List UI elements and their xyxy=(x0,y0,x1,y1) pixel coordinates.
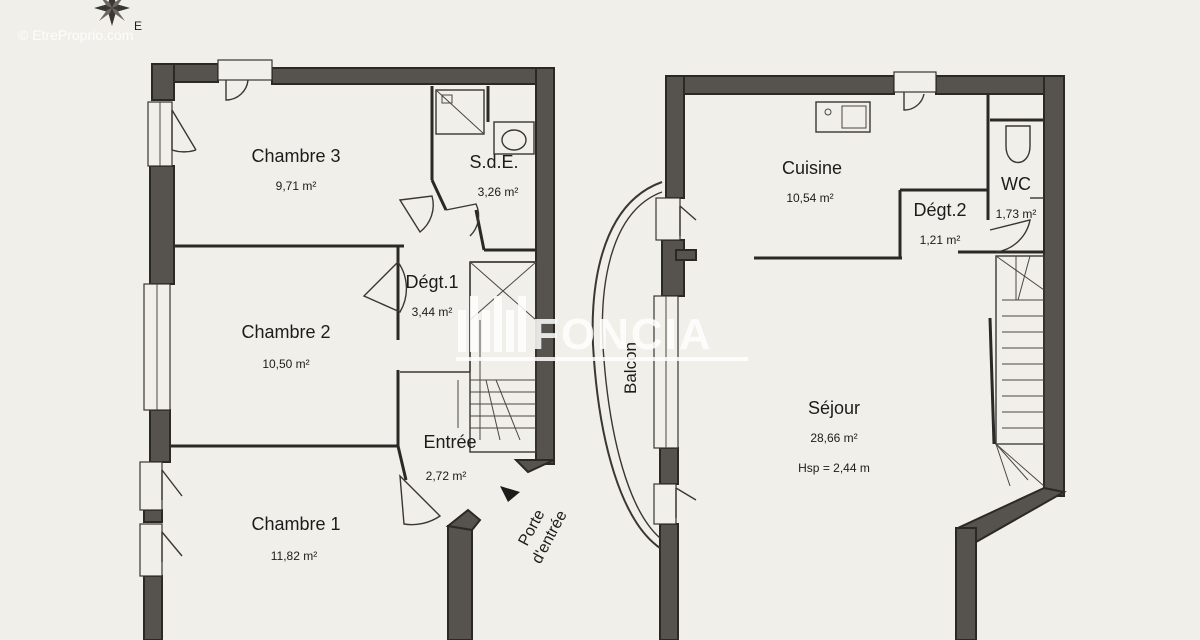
room-height-sejour: Hsp = 2,44 m xyxy=(798,461,870,475)
room-area-chambre-1: 11,82 m² xyxy=(271,549,317,563)
room-name-entree: Entrée xyxy=(423,432,476,452)
room-area-chambre-3: 9,71 m² xyxy=(276,179,317,193)
foncia-logo-icon xyxy=(458,296,526,352)
foncia-wordmark: FONCIA xyxy=(532,310,713,359)
compass-rose-icon xyxy=(94,0,130,26)
room-name-chambre-1: Chambre 1 xyxy=(251,514,340,534)
room-name-degt-1: Dégt.1 xyxy=(405,272,458,292)
room-area-entree: 2,72 m² xyxy=(426,469,467,483)
room-area-degt-2: 1,21 m² xyxy=(920,233,961,247)
upper-floor-plan: Chambre 3 9,71 m² S.d.E. 3,26 m² Dégt.1 … xyxy=(139,59,571,640)
room-name-chambre-3: Chambre 3 xyxy=(251,146,340,166)
room-area-cuisine: 10,54 m² xyxy=(786,191,833,205)
room-name-chambre-2: Chambre 2 xyxy=(241,322,330,342)
room-area-chambre-2: 10,50 m² xyxy=(262,357,309,371)
balcony-label: Balcon xyxy=(621,342,640,394)
room-name-degt-2: Dégt.2 xyxy=(913,200,966,220)
foncia-watermark: FONCIA xyxy=(456,296,748,361)
toilet-icon xyxy=(1005,125,1031,163)
room-area-sejour: 28,66 m² xyxy=(810,431,857,445)
credit-watermark: © EtreProprio.com xyxy=(18,27,133,43)
room-area-sde: 3,26 m² xyxy=(478,185,519,199)
room-area-degt-1: 3,44 m² xyxy=(412,305,453,319)
lower-staircase xyxy=(995,255,1045,487)
room-name-cuisine: Cuisine xyxy=(782,158,842,178)
room-name-sde: S.d.E. xyxy=(469,152,518,172)
room-name-sejour: Séjour xyxy=(808,398,860,418)
room-name-wc: WC xyxy=(1001,174,1031,194)
arrow-icon xyxy=(500,486,520,502)
compass-label: E xyxy=(134,19,142,33)
room-area-wc: 1,73 m² xyxy=(996,207,1037,221)
lower-floor-plan: Cuisine 10,54 m² WC 1,73 m² Dégt.2 1,21 … xyxy=(591,71,1067,640)
kitchen-sink-icon xyxy=(815,101,871,133)
